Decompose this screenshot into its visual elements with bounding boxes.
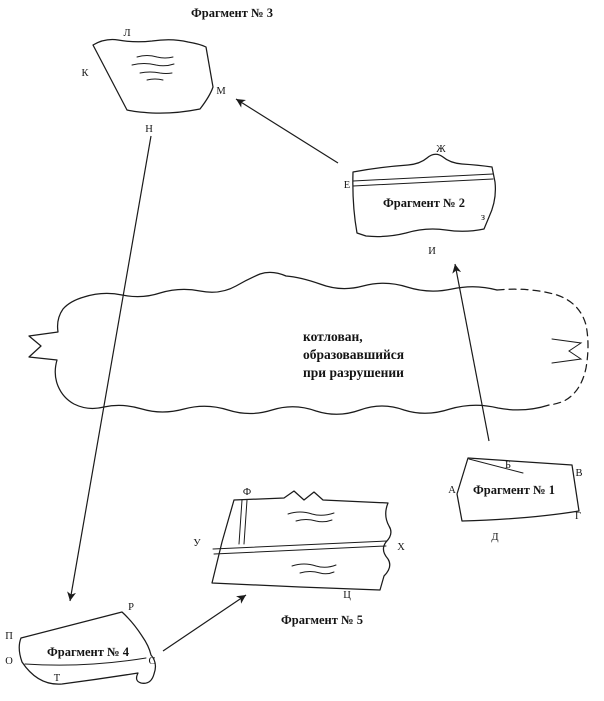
point-label-n: Н bbox=[145, 124, 153, 135]
fragment-5-title: Фрагмент № 5 bbox=[281, 613, 363, 627]
fragment-5-vertical-line-1 bbox=[238, 499, 243, 545]
fragment-5-vertical-line-2 bbox=[243, 499, 248, 545]
arrow-fragment3-to-fragment4 bbox=[67, 135, 152, 602]
point-label-h: Х bbox=[397, 542, 405, 553]
fragment-5-horizontal-line-2 bbox=[213, 545, 387, 555]
fragment-3-hatch-1 bbox=[136, 55, 174, 59]
fragment-5-group: Фрагмент № 5 Ф У Х Ц bbox=[193, 487, 405, 627]
point-label-g: Г bbox=[575, 511, 581, 522]
pit-label-line2: образовавшийся bbox=[303, 347, 404, 362]
fragment-1-crack-line bbox=[468, 458, 524, 474]
pit-outline-solid bbox=[28, 271, 550, 415]
point-label-m: М bbox=[216, 86, 226, 97]
fragment-1-outline bbox=[456, 457, 580, 522]
fragment-2-layer-line-2 bbox=[352, 178, 494, 187]
point-label-b: Б bbox=[505, 460, 511, 471]
point-label-z: з bbox=[481, 212, 485, 223]
pit-outline-dashed-end bbox=[496, 288, 589, 406]
pit-right-notch bbox=[551, 338, 583, 364]
point-label-p: П bbox=[5, 631, 13, 642]
fragment-1-group: Фрагмент № 1 А Б В Г Д bbox=[448, 457, 583, 543]
arrow-fragment1-to-fragment2 bbox=[452, 263, 490, 442]
fragment-3-title: Фрагмент № 3 bbox=[191, 6, 273, 20]
fragment-4-group: Фрагмент № 4 Р П О Т С bbox=[5, 602, 157, 685]
point-label-zh: Ж bbox=[436, 144, 446, 155]
point-label-a: А bbox=[448, 485, 456, 496]
point-label-u: У bbox=[193, 538, 201, 549]
point-label-l: Л bbox=[123, 28, 130, 39]
fragment-5-hatch-lower-1 bbox=[291, 563, 337, 568]
point-label-o: О bbox=[5, 656, 13, 667]
point-label-v: В bbox=[575, 468, 582, 479]
fragment-3-group: Фрагмент № 3 Л К М Н bbox=[81, 6, 272, 135]
fragment-3-hatch-3 bbox=[139, 71, 173, 74]
fragment-5-outline bbox=[211, 490, 392, 591]
pit-label-line3: при разрушении bbox=[303, 365, 404, 380]
fragment-5-horizontal-line-1 bbox=[212, 540, 388, 550]
fragment-5-hatch-upper-1 bbox=[287, 511, 335, 516]
point-label-ts: Ц bbox=[343, 590, 351, 601]
fragment-4-outline bbox=[18, 611, 157, 685]
point-label-d: Д bbox=[491, 532, 498, 543]
arrows-group bbox=[67, 98, 490, 652]
fragment-2-layer-line-1 bbox=[352, 173, 494, 182]
point-label-t: Т bbox=[54, 673, 61, 684]
fragment-3-outline bbox=[92, 38, 214, 114]
pit-label-line1: котлован, bbox=[303, 329, 363, 344]
point-label-r: Р bbox=[128, 602, 134, 613]
fragment-5-hatch-lower-2 bbox=[299, 571, 335, 575]
point-label-s: С bbox=[148, 656, 155, 667]
fragment-2-title: Фрагмент № 2 bbox=[383, 196, 465, 210]
point-label-i: И bbox=[428, 246, 436, 257]
fragment-4-inner-line bbox=[24, 657, 147, 666]
pit-group: котлован, образовавшийся при разрушении bbox=[28, 271, 589, 415]
point-label-e: Е bbox=[344, 180, 350, 191]
fragment-4-title: Фрагмент № 4 bbox=[47, 645, 130, 659]
point-label-f: Ф bbox=[243, 487, 251, 498]
arrow-fragment2-to-fragment3 bbox=[235, 98, 339, 164]
fragment-2-group: Фрагмент № 2 Ж Е з И bbox=[344, 144, 496, 257]
point-label-k: К bbox=[81, 68, 89, 79]
fragment-2-outline bbox=[352, 153, 496, 238]
arrow-fragment4-to-fragment5 bbox=[162, 594, 247, 652]
fragment-3-hatch-2 bbox=[131, 63, 175, 67]
fragment-3-hatch-4 bbox=[146, 78, 164, 81]
fragment-1-title: Фрагмент № 1 bbox=[473, 483, 555, 497]
fragment-5-hatch-upper-2 bbox=[295, 519, 333, 523]
